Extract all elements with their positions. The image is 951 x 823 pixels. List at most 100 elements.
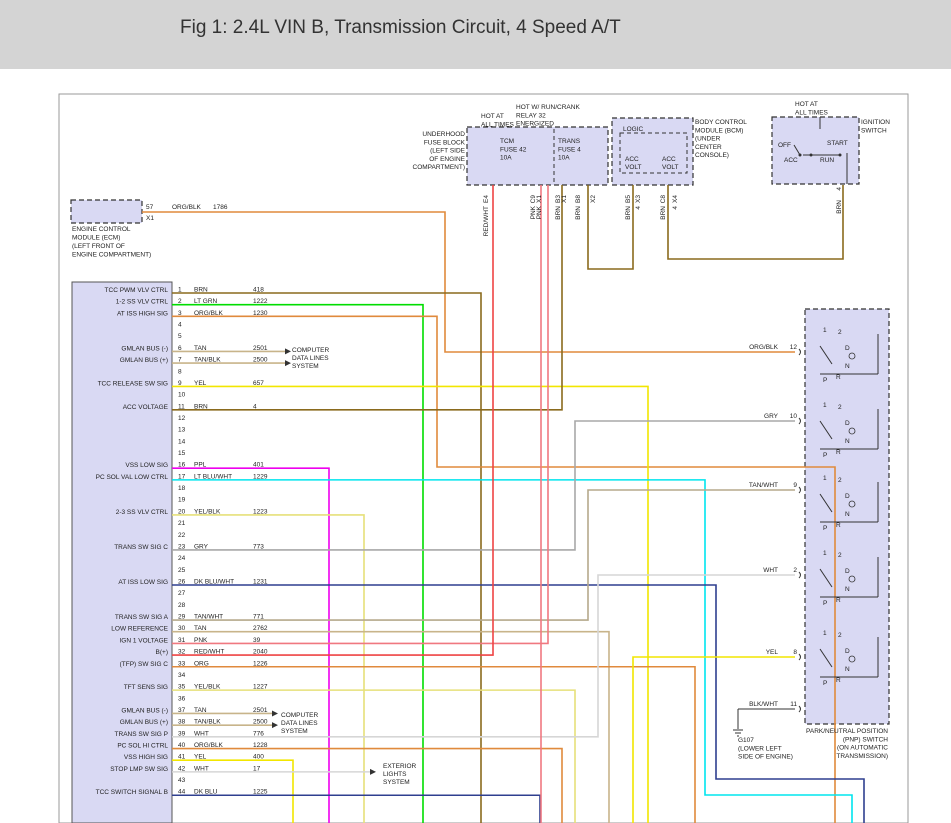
pnp-connector (798, 653, 801, 661)
pnp-contact-label: 2 (838, 632, 842, 639)
bcm-wire-color: BRN (625, 206, 632, 220)
tcm-pin-number: 24 (178, 555, 186, 562)
tcm-wire-circuit: 1231 (253, 579, 268, 586)
pnp-contact (848, 427, 856, 435)
tcm-pin-label: GMLAN BUS (+) (120, 719, 168, 726)
wire-yel-blk-1227 (172, 689, 576, 823)
pnp-contact-label: 1 (823, 630, 827, 637)
tcm-pin-number: 19 (178, 497, 186, 504)
tcm-pin-number: 11 (178, 403, 185, 410)
wire-tan-2762 (172, 630, 610, 823)
ignition-run-label: RUN (820, 157, 834, 164)
tcm-pin-number: 41 (178, 754, 186, 761)
pnp-contact-label: 1 (823, 475, 827, 482)
wire-tan-wht-771 (172, 489, 795, 621)
wire-brn-bcm-ign (667, 185, 844, 260)
wire-yel-pnp-8 (632, 656, 795, 823)
pnp-contact-label: R (836, 449, 841, 456)
figure-title: Fig 1: 2.4L VIN B, Transmission Circuit,… (180, 17, 621, 38)
tcm-pin-number: 1 (178, 287, 182, 294)
tcm-wire-color: WHT (194, 765, 209, 772)
tcm-pin-number: 37 (178, 707, 186, 714)
tcm-wire-circuit: 771 (253, 614, 264, 621)
tcm-pin-label: AT ISS LOW SIG (118, 579, 168, 586)
tcm-pin-number: 17 (178, 473, 186, 480)
bcm-wire-color: BRN (660, 206, 667, 220)
tcm-wire-color: DK BLU/WHT (194, 579, 234, 586)
ignition-switch-box (771, 116, 860, 185)
tcm-pin-number: 34 (178, 672, 186, 679)
wire-brn-fuse-bcm (587, 185, 634, 270)
tcm-pin-label: ACC VOLTAGE (123, 404, 169, 411)
pnp-pin-number: 11 (790, 701, 797, 708)
tcm-pin-label: VSS HIGH SIG (124, 754, 168, 761)
tcm-pin-label: GMLAN BUS (+) (120, 357, 168, 364)
fuse-block-box (466, 126, 609, 186)
tcm-wire-circuit: 776 (253, 730, 264, 737)
tcm-wire-color: TAN/BLK (194, 357, 221, 364)
bcm-logic-box (619, 132, 688, 174)
tcm-pin-number: 13 (178, 427, 186, 434)
fuse-block-wire-color: BRN (555, 206, 562, 220)
tcm-pin-number: 21 (178, 520, 186, 527)
tcm-wire-circuit: 1222 (253, 298, 268, 305)
wire-lt-grn-1222 (172, 303, 424, 823)
ignition-wire-color: BRN (836, 200, 843, 214)
tcm-pin-number: 38 (178, 719, 186, 726)
pnp-contact-label: 2 (838, 404, 842, 411)
pnp-connector (798, 705, 801, 713)
tcm-wire-color: YEL (194, 754, 207, 761)
tcm-pin-number: 36 (178, 695, 186, 702)
tcm-pin-label: 1-2 SS VLV CTRL (116, 299, 169, 306)
tcm-pin-label: TCC SWITCH SIGNAL B (96, 789, 168, 796)
pnp-switch-arm (819, 345, 833, 365)
tcm-pin-number: 29 (178, 614, 186, 621)
tcm-pin-label: TRANS SW SIG P (115, 731, 168, 738)
pnp-switch-arm (819, 648, 833, 668)
tcm-wire-color: ORG/BLK (194, 742, 224, 749)
pnp-switch-box (804, 308, 890, 725)
tcm-wire-circuit: 17 (253, 765, 261, 772)
ecm-wire-color: ORG/BLK (172, 204, 202, 211)
tcm-pin-number: 31 (178, 637, 186, 644)
pnp-contact (848, 352, 856, 360)
ignition-off-label: OFF (778, 142, 791, 149)
tcm-pin-label: LOW REFERENCE (111, 626, 168, 633)
arrow-icon (285, 360, 291, 367)
wire-red-wht-2040 (172, 185, 494, 656)
fuse-block-pin: C9 (530, 195, 537, 204)
pnp-switch-arm (819, 420, 833, 440)
tcm-pin-number: 26 (178, 579, 186, 586)
bcm-pin: B5 (625, 195, 632, 203)
pnp-contact-label: 2 (838, 552, 842, 559)
wire-yel-400 (172, 759, 294, 823)
tcm-wire-color: WHT (194, 730, 209, 737)
tcm-pin-number: 39 (178, 730, 186, 737)
tcm-pin-number: 22 (178, 532, 186, 539)
fuse-block-pin: B3 (555, 195, 562, 203)
tcm-pin-label: STOP LMP SW SIG (110, 766, 168, 773)
pnp-contact-label: R (836, 677, 841, 684)
tcm-wire-circuit: 1223 (253, 508, 268, 515)
diagram-border (58, 93, 909, 823)
wire-org-blk-1228 (172, 747, 563, 823)
wire-pnk-39 (172, 185, 549, 645)
pnp-contact-label: D (845, 648, 850, 655)
fuse-block-wire-color: RED/WHT (483, 206, 490, 236)
ecm-module-box (70, 199, 143, 224)
tcm-pin-number: 44 (178, 789, 186, 796)
tcm-wire-color: YEL/BLK (194, 508, 221, 515)
tcm-wire-color: TAN/BLK (194, 719, 221, 726)
tcm-wire-color: YEL/BLK (194, 684, 221, 691)
tcm-module-box (71, 281, 173, 823)
bcm-conn: X4 (672, 195, 679, 203)
tcm-pin-label: AT ISS HIGH SIG (117, 310, 168, 317)
pnp-contact-label: P (823, 525, 827, 532)
pnp-contact (848, 655, 856, 663)
wires-layer (142, 185, 865, 823)
ignition-contact (793, 144, 801, 156)
